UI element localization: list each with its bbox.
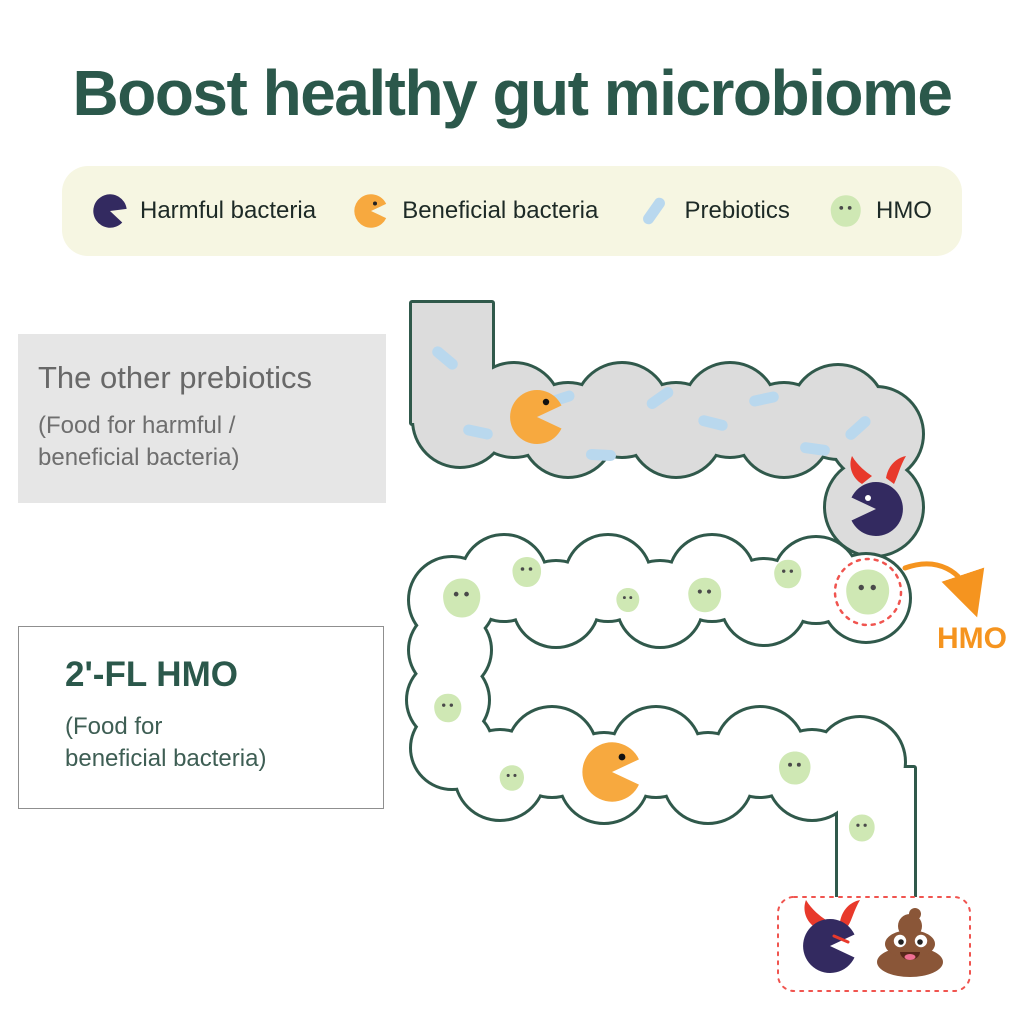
hmo-highlight: HMO: [833, 557, 1007, 655]
prebiotic-pill: [585, 448, 617, 462]
hmo-highlight-circle: [833, 557, 903, 627]
beneficial-bacteria-lower: [582, 742, 639, 802]
hmo-blob: [774, 559, 802, 589]
hmo-callout-label: HMO: [937, 622, 1007, 655]
legend-item-harmful: Harmful bacteria: [92, 193, 316, 229]
legend-label-prebiotics: Prebiotics: [684, 197, 790, 224]
harmful-bacteria-upper: [850, 456, 906, 536]
hmo-box-subtitle: (Food for beneficial bacteria): [65, 713, 267, 773]
other-prebiotics-title: The other prebiotics: [38, 360, 312, 395]
hmo-callout-box: 2'-FL HMO (Food for beneficial bacteria): [18, 626, 384, 809]
legend-label-beneficial: Beneficial bacteria: [402, 197, 599, 224]
legend-item-hmo: HMO: [828, 193, 932, 229]
other-prebiotics-subtitle: (Food for harmful / beneficial bacteria): [38, 412, 240, 472]
intestine-lower-white: [408, 536, 914, 905]
hmo-blob: [779, 751, 811, 785]
hmo-arrow: [902, 561, 985, 618]
hmo-blob: [848, 814, 875, 842]
hmo-blob-highlighted: [846, 569, 890, 615]
legend-item-prebiotics: Prebiotics: [636, 193, 790, 229]
page-title: Boost healthy gut microbiome: [72, 57, 953, 129]
hmo-box-title: 2'-FL HMO: [65, 655, 238, 694]
legend-label-hmo: HMO: [875, 197, 932, 224]
other-prebiotics-callout: The other prebiotics (Food for harmful /…: [18, 334, 386, 503]
hmo-blob: [616, 588, 640, 612]
legend-label-harmful: Harmful bacteria: [140, 197, 317, 224]
hmo-blob: [434, 693, 462, 723]
hmo-blob: [512, 557, 542, 587]
beneficial-bacteria-icon: [354, 194, 387, 228]
excretion-box: [777, 896, 971, 992]
hmo-blob: [443, 578, 481, 618]
legend-item-beneficial: Beneficial bacteria: [354, 193, 598, 229]
hmo-blob: [499, 765, 524, 791]
poop-icon: [877, 908, 943, 977]
beneficial-bacteria-upper: [510, 390, 562, 444]
hmo-blob: [688, 577, 722, 613]
lower-tube-contents: [499, 742, 875, 842]
harmful-bacteria-excreted: [803, 900, 860, 973]
legend-bar: Harmful bacteria Beneficial bacteria Pre…: [62, 166, 962, 256]
